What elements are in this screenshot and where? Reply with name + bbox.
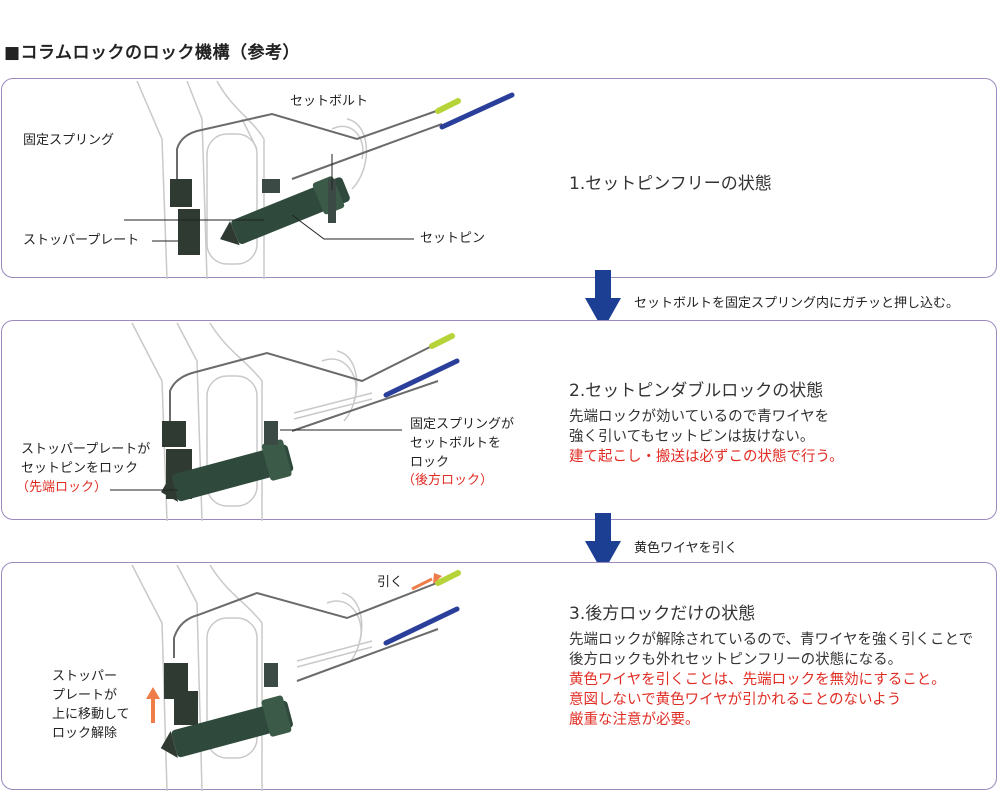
label-stopper-move-line3: 上に移動して [52, 707, 130, 722]
state-description-2: 先端ロックが効いているので青ワイヤを 強く引いてもセットピンは抜けない。 建て起… [569, 407, 844, 467]
desc-line: 先端ロックが解除されているので、青ワイヤを強く引くことで [569, 632, 974, 648]
label-spring-lock-line2: セットボルトを [410, 436, 502, 451]
desc-line: 後方ロックも外れセットピンフリーの状態になる。 [569, 652, 903, 668]
mechanism-illustration-2 [110, 322, 460, 521]
leader-line [291, 214, 414, 240]
label-spring-lock-line3: ロック [410, 455, 450, 470]
mechanism-illustration-1 [124, 80, 515, 279]
desc-line: 先端ロックが効いているので青ワイヤを [569, 409, 830, 425]
label-front-lock: （先端ロック） [16, 480, 108, 495]
mechanism-illustration-3 [131, 564, 461, 791]
state-title-2: 2.セットピンダブルロックの状態 [569, 381, 824, 401]
panel-state-2: ストッパープレートが セットピンをロック （先端ロック） 固定スプリングが セッ… [1, 320, 997, 521]
label-fixed-spring: 固定スプリング [23, 133, 115, 148]
state-title-3: 3.後方ロックだけの状態 [569, 604, 756, 624]
label-stopper-move-line1: ストッパー [52, 669, 118, 684]
step-instruction-1: セットボルトを固定スプリング内にガチッと押し込む。 [634, 296, 960, 311]
panel-state-1: セットボルト 固定スプリング ストッパープレート セットピン 1.セットピンフリ… [1, 78, 997, 279]
label-stopper-lock-line2: セットピンをロック [21, 461, 139, 476]
desc-warning: 意図しないで黄色ワイヤが引かれることのないよう [569, 692, 902, 708]
desc-warning: 建て起こし・搬送は必ずこの状態で行う。 [569, 449, 844, 465]
desc-line: 強く引いてもセットピンは抜けない。 [569, 429, 815, 445]
label-stopper-move-line4: ロック解除 [52, 726, 118, 741]
label-stopper-plate: ストッパープレート [23, 233, 140, 248]
label-pull: 引く [377, 575, 404, 590]
panel-state-3: 引く ストッパー プレートが 上に移動して ロック解除 3.後方ロックだけの状態… [1, 562, 997, 791]
label-set-pin: セットピン [420, 231, 486, 246]
label-stopper-lock-line1: ストッパープレートが [21, 442, 151, 457]
state-description-3: 先端ロックが解除されているので、青ワイヤを強く引くことで 後方ロックも外れセット… [569, 630, 973, 730]
label-stopper-move-line2: プレートが [52, 688, 118, 703]
state-title-1: 1.セットピンフリーの状態 [569, 174, 772, 194]
label-set-bolt: セットボルト [290, 94, 369, 109]
desc-warning: 黄色ワイヤを引くことは、先端ロックを無効にすること。 [569, 672, 946, 688]
step-instruction-2: 黄色ワイヤを引く [634, 541, 738, 556]
down-arrow-icon [585, 270, 621, 330]
label-rear-lock: （後方ロック） [402, 473, 494, 488]
desc-warning: 厳重な注意が必要。 [569, 712, 700, 728]
page-title: ■コラムロックのロック機構（参考） [4, 43, 301, 63]
label-spring-lock-line1: 固定スプリングが [410, 417, 515, 432]
down-arrow-icon [585, 513, 621, 573]
